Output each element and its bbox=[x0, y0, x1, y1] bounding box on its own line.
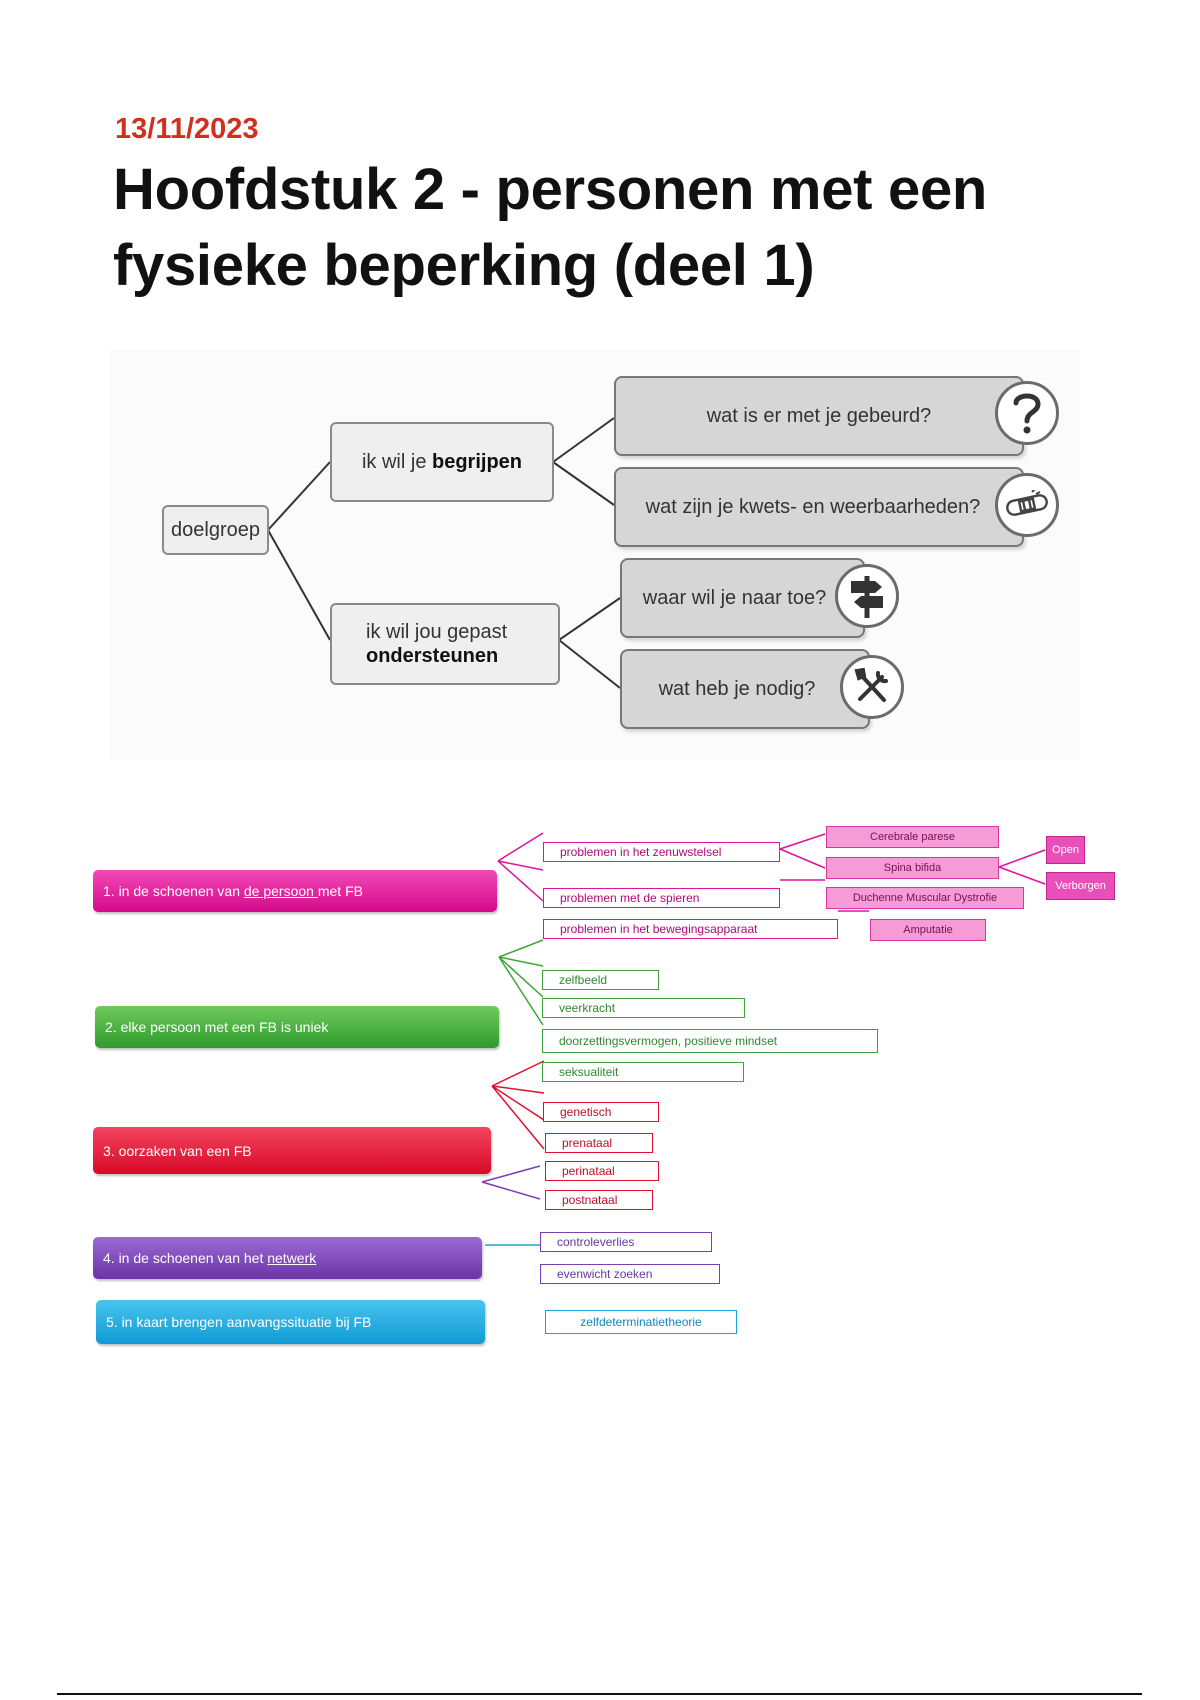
bandage-icon bbox=[995, 473, 1059, 537]
mind-map-connectors bbox=[481, 832, 1046, 1246]
question-1-label: wat is er met je gebeurd? bbox=[706, 404, 932, 427]
page-divider bbox=[57, 1693, 1142, 1695]
topic-4-sub-2: evenwicht zoeken bbox=[540, 1264, 720, 1284]
question-2: wat zijn je kwets- en weerbaarheden? bbox=[614, 467, 1024, 547]
question-mark-icon bbox=[995, 381, 1059, 445]
detail-spina-bifida: Spina bifida bbox=[826, 857, 999, 879]
topic-2-sub-3: doorzettingsvermogen, positieve mindset bbox=[542, 1029, 878, 1053]
topic-3-sub-3: perinataal bbox=[545, 1161, 659, 1181]
topic-1-sub-3: problemen in het bewegingsapparaat bbox=[543, 919, 838, 939]
question-4: wat heb je nodig? bbox=[620, 649, 870, 729]
topic-1-label-underlined: de persoon bbox=[243, 883, 318, 899]
topic-4-sub-1: controleverlies bbox=[540, 1232, 712, 1252]
root-node: doelgroep bbox=[162, 505, 269, 555]
question-2-label: wat zijn je kwets- en weerbaarheden? bbox=[645, 495, 981, 518]
topic-5-sub-1: zelfdeterminatietheorie bbox=[545, 1310, 737, 1334]
topic-2-sub-4: seksualiteit bbox=[542, 1062, 744, 1082]
topic-2-sub-1: zelfbeeld bbox=[542, 970, 659, 990]
topic-3-sub-4: postnataal bbox=[545, 1190, 653, 1210]
topic-4-label-pre: 4. in de schoenen van het bbox=[103, 1250, 268, 1266]
branch-support: ik wil jou gepast ondersteunen bbox=[330, 603, 560, 685]
branch-support-label: ik wil jou gepast ondersteunen bbox=[366, 620, 507, 668]
spina-open: Open bbox=[1046, 836, 1085, 864]
mind-map: 1. in de schoenen van de persoon met FB … bbox=[85, 820, 1135, 1360]
goal-diagram: doelgroep ik wil je begrijpen ik wil jou… bbox=[110, 350, 1080, 760]
branch-understand-label: ik wil je begrijpen bbox=[362, 451, 522, 474]
question-4-label: wat heb je nodig? bbox=[658, 677, 816, 700]
tools-icon bbox=[840, 655, 904, 719]
topic-5: 5. in kaart brengen aanvangssituatie bij… bbox=[96, 1300, 485, 1344]
signpost-icon bbox=[835, 564, 899, 628]
branch-understand: ik wil je begrijpen bbox=[330, 422, 554, 502]
root-label: doelgroep bbox=[171, 518, 260, 541]
page-title: Hoofdstuk 2 - personen met een fysieke b… bbox=[113, 157, 988, 298]
spina-verborgen: Verborgen bbox=[1046, 872, 1115, 900]
topic-4-label: 4. in de schoenen van het netwerk bbox=[103, 1250, 316, 1266]
topic-4: 4. in de schoenen van het netwerk bbox=[93, 1237, 482, 1279]
topic-3-sub-1: genetisch bbox=[543, 1102, 659, 1122]
date: 13/11/2023 bbox=[115, 113, 259, 145]
topic-2-sub-2: veerkracht bbox=[542, 998, 745, 1018]
topic-3-sub-2: prenataal bbox=[545, 1133, 653, 1153]
topic-1-label: 1. in de schoenen van de persoon met FB bbox=[103, 883, 363, 899]
topic-1-sub-1: problemen in het zenuwstelsel bbox=[543, 842, 780, 862]
question-3: waar wil je naar toe? bbox=[620, 558, 865, 638]
question-1: wat is er met je gebeurd? bbox=[614, 376, 1024, 456]
branch-support-line1: ik wil jou gepast bbox=[366, 621, 508, 643]
detail-cerebrale-parese: Cerebrale parese bbox=[826, 826, 999, 848]
goal-diagram-connectors bbox=[267, 417, 621, 689]
topic-2: 2. elke persoon met een FB is uniek bbox=[95, 1006, 499, 1048]
question-3-label: waar wil je naar toe? bbox=[642, 586, 827, 609]
topic-1: 1. in de schoenen van de persoon met FB bbox=[93, 870, 497, 912]
topic-1-label-post: met FB bbox=[317, 883, 363, 899]
topic-3: 3. oorzaken van een FB bbox=[93, 1127, 491, 1174]
branch-understand-prefix: ik wil je bbox=[361, 450, 427, 473]
detail-duchenne: Duchenne Muscular Dystrofie bbox=[826, 887, 1024, 909]
topic-1-label-pre: 1. in de schoenen van bbox=[103, 883, 244, 899]
branch-understand-bold: begrijpen bbox=[432, 450, 523, 473]
detail-amputatie: Amputatie bbox=[870, 919, 986, 941]
branch-support-bold: ondersteunen bbox=[366, 645, 499, 667]
topic-4-label-underlined: netwerk bbox=[267, 1250, 317, 1266]
topic-1-sub-2: problemen met de spieren bbox=[543, 888, 780, 908]
